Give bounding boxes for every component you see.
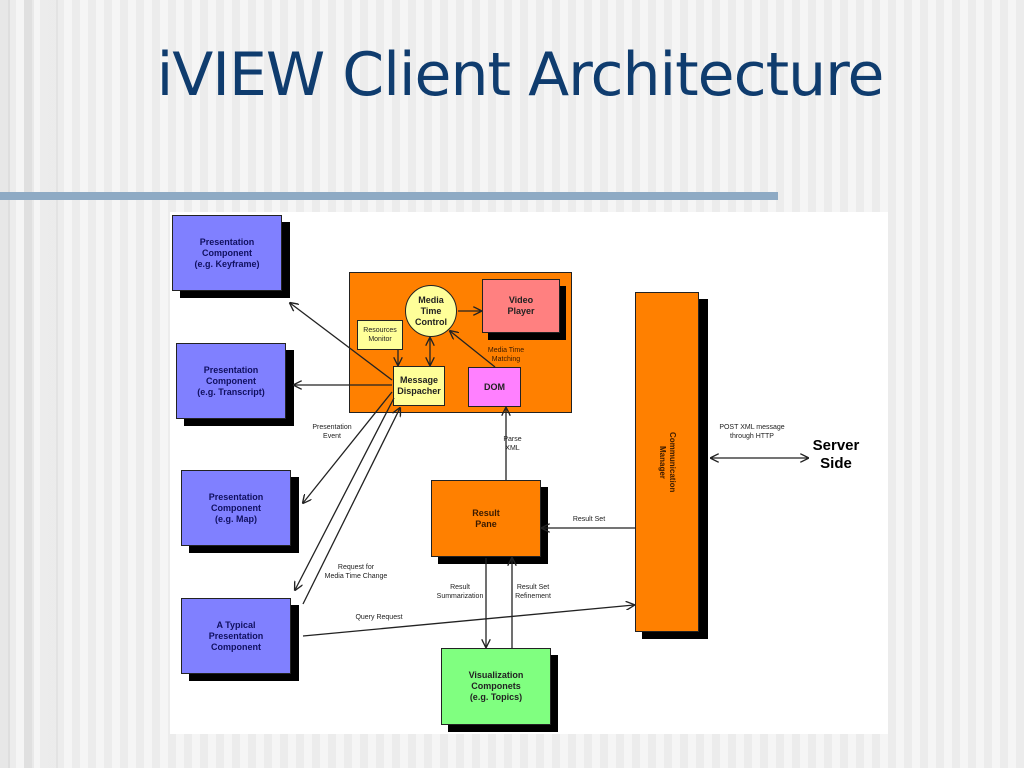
edge-dispacher-to-keyframe: [290, 303, 393, 381]
architecture-diagram: Presentation Component (e.g. Keyframe) P…: [170, 212, 888, 734]
label-media-time-matching: Media Time Matching: [487, 347, 525, 363]
label-post-xml-message: POST XML message through HTTP: [719, 424, 785, 440]
communication-manager-label: Communication Manager: [658, 431, 677, 493]
slide-title: iVIEW Client Architecture: [156, 40, 885, 110]
node-server-side: Server Side: [812, 437, 860, 472]
label-result-summarization: Result Summarization: [436, 584, 484, 600]
title-divider: [0, 192, 778, 200]
node-presentation-keyframe: Presentation Component (e.g. Keyframe): [172, 215, 282, 291]
node-communication-manager: Communication Manager: [635, 292, 699, 632]
node-visualization-components: Visualization Componets (e.g. Topics): [441, 648, 551, 725]
diagram-connectors: [170, 212, 888, 648]
node-typical-presentation: A Typical Presentation Component: [181, 598, 291, 674]
node-message-dispacher: Message Dispacher: [393, 366, 445, 406]
label-query-request: Query Request: [355, 614, 403, 621]
label-request-media-time-change: Request for Media Time Change: [324, 564, 388, 580]
node-video-player: Video Player: [482, 279, 560, 333]
edge-dispacher-to-typical: [295, 397, 395, 590]
node-result-pane: Result Pane: [431, 480, 541, 557]
node-dom: DOM: [468, 367, 521, 407]
node-presentation-map: Presentation Component (e.g. Map): [181, 470, 291, 546]
node-presentation-transcript: Presentation Component (e.g. Transcript): [176, 343, 286, 419]
node-resources-monitor: Resources Monitor: [357, 320, 403, 350]
label-result-set: Result Set: [572, 516, 606, 523]
edge-dom-to-mtc: [450, 331, 496, 368]
edge-typical-to-dispacher: [302, 408, 400, 605]
edge-dispacher-to-map: [303, 391, 393, 503]
label-presentation-event: Presentation Event: [312, 424, 352, 440]
node-media-time-control: Media Time Control: [405, 285, 457, 337]
label-result-set-refinement: Result Set Refinement: [515, 584, 551, 600]
edge-typical-to-commmgr: [302, 605, 634, 637]
label-parse-xml: Parse XML: [503, 436, 522, 452]
